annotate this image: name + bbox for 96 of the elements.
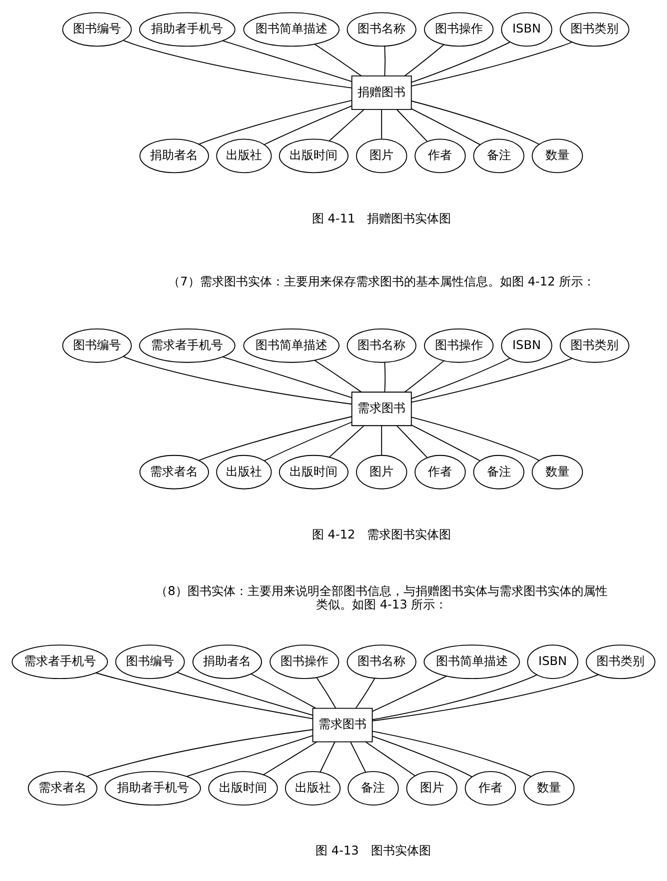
node-ellipse: 作者 xyxy=(414,138,466,174)
connector xyxy=(320,742,336,772)
node-ellipse: 备注 xyxy=(473,454,524,490)
node-ellipse: 图书简单描述 xyxy=(243,12,340,47)
node-ellipse: 图书编号 xyxy=(62,12,132,47)
connector xyxy=(264,105,352,146)
node-ellipse: 图书编号 xyxy=(115,644,185,680)
node-box: 需求图书 xyxy=(312,708,373,742)
connector xyxy=(176,672,314,716)
label: （8）图书实体：主要用来说明全部图书信息，与捐赠图书实体与需求图书实体的属性类似。如图 4-13 所示： xyxy=(156,584,608,612)
node-ellipse: 出版时间 xyxy=(208,771,278,806)
connector xyxy=(372,676,448,712)
label: 图 4-13 图书实体图 xyxy=(316,844,431,858)
node-ellipse: 图书简单描述 xyxy=(424,644,520,680)
node-ellipse: ISBN xyxy=(527,644,578,680)
connector xyxy=(372,736,472,778)
node-ellipse: 备注 xyxy=(348,771,399,806)
connector xyxy=(381,109,382,140)
connector xyxy=(411,416,540,461)
connector xyxy=(404,44,444,76)
connector xyxy=(222,40,352,82)
connector xyxy=(411,358,510,399)
connector xyxy=(372,730,532,777)
connector xyxy=(365,742,416,776)
connector xyxy=(381,425,382,456)
node-ellipse: 需求者手机号 xyxy=(12,644,108,680)
node-ellipse: 图书操作 xyxy=(424,12,494,47)
node-ellipse: 捐助者名 xyxy=(139,138,209,174)
node-ellipse: 出版社 xyxy=(216,454,272,490)
node-ellipse: 出版时间 xyxy=(278,138,348,174)
connector xyxy=(262,742,318,776)
connector xyxy=(372,674,538,720)
connector xyxy=(328,425,364,458)
node-ellipse: 图书类别 xyxy=(560,328,630,363)
connector xyxy=(122,356,352,405)
connector xyxy=(198,416,352,461)
connector xyxy=(411,42,510,83)
node-ellipse: 数量 xyxy=(523,771,575,806)
node-ellipse: 图书类别 xyxy=(586,644,656,680)
connector xyxy=(411,424,480,462)
node-ellipse: 备注 xyxy=(473,138,524,174)
node-ellipse: 图书名称 xyxy=(346,328,416,363)
node-ellipse: 出版时间 xyxy=(278,454,348,490)
connector xyxy=(372,674,599,722)
node-box: 捐赠图书 xyxy=(351,76,412,110)
connector xyxy=(314,360,362,393)
connector xyxy=(95,672,314,720)
node-ellipse: 捐助者名 xyxy=(192,644,262,680)
node-ellipse: 数量 xyxy=(532,138,583,174)
node-ellipse: 图书操作 xyxy=(270,644,340,680)
connector xyxy=(186,735,313,777)
node-ellipse: 需求者名 xyxy=(139,454,209,490)
label: （7）需求图书实体：主要用来保存需求图书的基本属性信息。如图 4-12 所示： xyxy=(168,274,595,289)
node-ellipse: 需求者手机号 xyxy=(139,328,236,363)
node-ellipse: 图书简单描述 xyxy=(243,328,340,363)
label: 图 4-11 捐赠图书实体图 xyxy=(312,211,452,226)
connector xyxy=(316,677,336,709)
node-ellipse: 图片 xyxy=(356,138,408,174)
node-ellipse: 图书名称 xyxy=(346,12,416,47)
connector xyxy=(198,100,352,145)
connector xyxy=(86,729,314,777)
connector xyxy=(122,40,352,88)
node-ellipse: 图片 xyxy=(356,454,408,490)
node-ellipse: 图书名称 xyxy=(346,644,416,680)
connector xyxy=(250,674,316,709)
connector xyxy=(350,742,366,772)
connector xyxy=(411,42,572,86)
node-box: 需求图书 xyxy=(351,392,412,426)
node-ellipse: 图书类别 xyxy=(560,12,630,47)
connector xyxy=(264,422,352,462)
connector xyxy=(396,109,428,142)
connector xyxy=(396,425,428,458)
node-ellipse: 出版社 xyxy=(216,138,272,174)
connector xyxy=(411,108,480,146)
node-ellipse: 数量 xyxy=(532,454,583,490)
node-ellipse: 图片 xyxy=(406,771,458,806)
node-ellipse: 出版社 xyxy=(284,771,341,806)
connector xyxy=(328,109,364,142)
connector xyxy=(411,100,540,145)
node-ellipse: ISBN xyxy=(501,328,552,363)
node-ellipse: 需求者名 xyxy=(28,771,98,806)
connector xyxy=(404,360,444,393)
connector xyxy=(314,44,362,76)
connector xyxy=(384,362,386,392)
node-ellipse: 作者 xyxy=(464,771,516,806)
connector xyxy=(411,358,572,403)
node-ellipse: 图书操作 xyxy=(424,328,494,363)
node-ellipse: 捐助者手机号 xyxy=(104,771,201,806)
node-ellipse: 作者 xyxy=(414,454,466,490)
connector xyxy=(384,46,386,76)
node-ellipse: 图书编号 xyxy=(62,328,132,363)
connector xyxy=(222,356,352,398)
node-ellipse: ISBN xyxy=(501,12,552,47)
connector xyxy=(355,678,376,708)
node-ellipse: 捐助者手机号 xyxy=(139,12,236,47)
label: 图 4-12 需求图书实体图 xyxy=(312,528,452,542)
